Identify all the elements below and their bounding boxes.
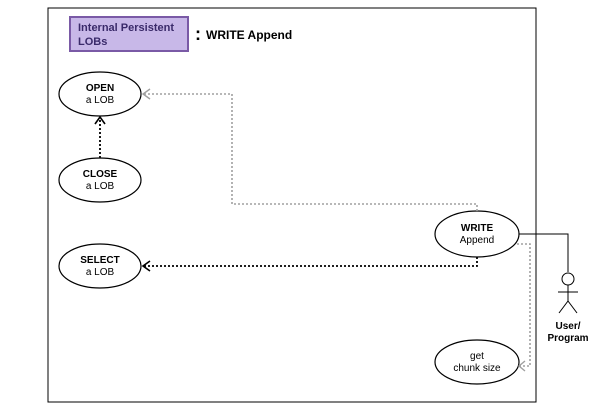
write-to-select-link — [143, 257, 478, 267]
title-colon: : — [195, 24, 201, 44]
diagram-title: WRITE Append — [206, 28, 292, 42]
close-to-open-arrowhead — [94, 115, 106, 125]
use-case-open-lob — [58, 71, 142, 117]
actor-label-line1: User/ — [555, 321, 580, 332]
diagram-frame — [47, 7, 537, 403]
open-lob-subtitle: a LOB — [86, 95, 115, 106]
write-append-subtitle: Append — [460, 235, 494, 246]
actor-association-line — [519, 233, 569, 272]
use-case-select-lob — [58, 243, 142, 289]
close-lob-subtitle: a LOB — [86, 181, 115, 192]
write-append-title: WRITE — [461, 223, 494, 234]
write-to-open-link — [143, 93, 478, 211]
write-to-select-arrowhead — [141, 260, 151, 272]
write-to-open-arrowhead — [141, 88, 151, 100]
chunk-size-line1: get — [470, 351, 484, 362]
tab-label-line2: LOBs — [78, 36, 107, 48]
actor-label-line2: Program — [547, 333, 588, 344]
chunk-size-line2: chunk size — [453, 363, 501, 374]
close-lob-title: CLOSE — [83, 169, 118, 180]
use-case-close-lob — [58, 157, 142, 203]
select-lob-title: SELECT — [80, 255, 119, 266]
user-actor-icon — [558, 272, 578, 314]
use-case-get-chunk-size — [434, 339, 520, 385]
write-to-chunk-arrowhead — [517, 360, 526, 372]
tab-label-line1: Internal Persistent — [78, 22, 174, 34]
select-lob-subtitle: a LOB — [86, 267, 115, 278]
use-case-write-append — [434, 210, 520, 258]
lob-type-tab — [69, 16, 189, 52]
write-to-chunk-link — [517, 243, 531, 367]
open-lob-title: OPEN — [86, 83, 114, 94]
